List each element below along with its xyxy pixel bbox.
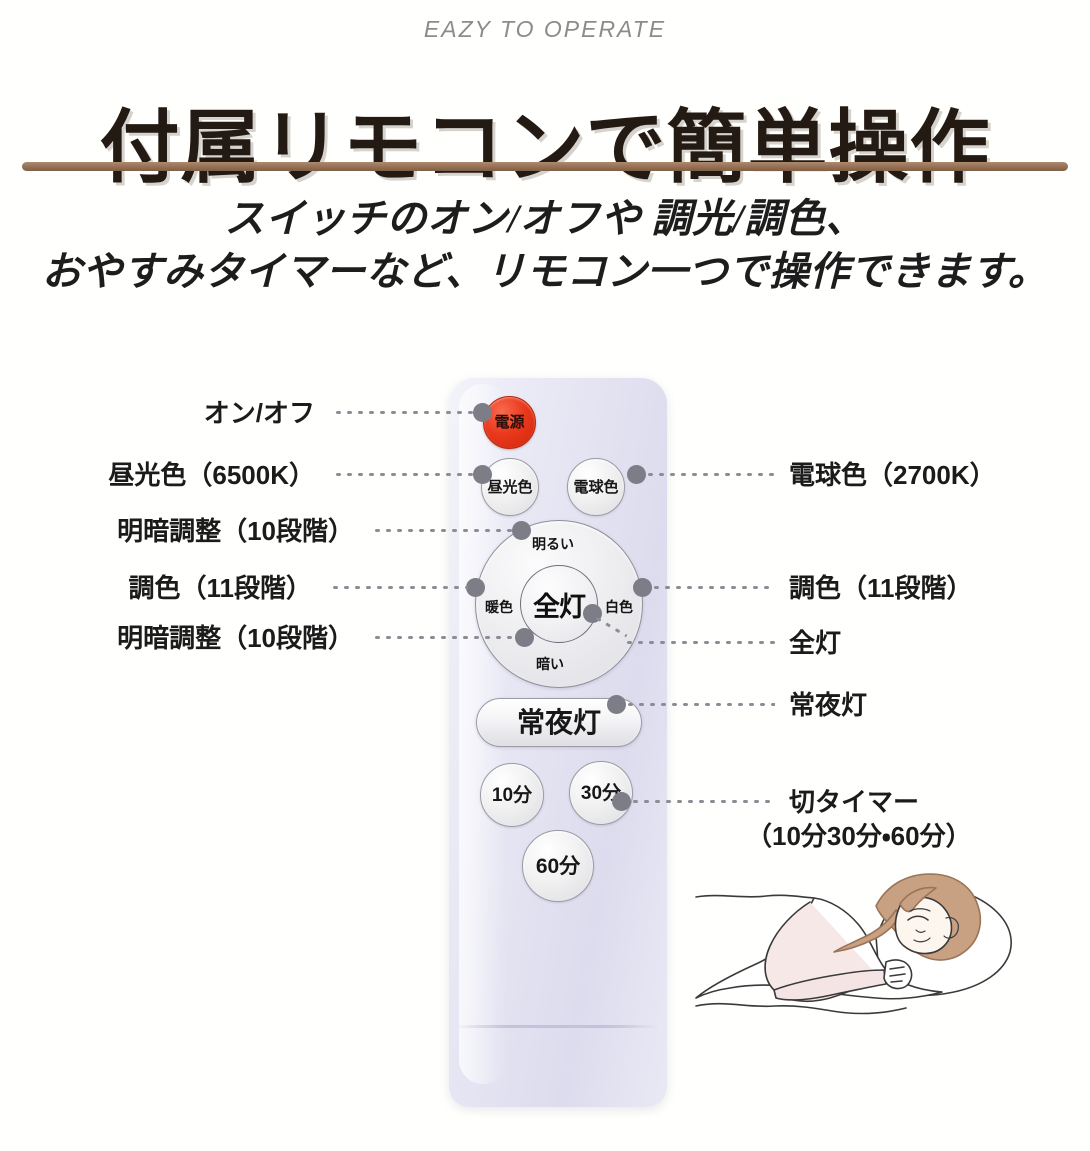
dial-warm-label[interactable]: 暖色 — [485, 599, 513, 615]
bulb-color-label: 電球色 — [573, 478, 619, 496]
leader-line-power — [333, 411, 475, 414]
callout-on-off: オン/オフ — [203, 398, 315, 428]
callout-off-timer-sub: （10分30分・60分） — [746, 821, 972, 851]
connector-dot-bulbcolor — [627, 465, 646, 484]
callout-brightness-bottom: 明暗調整（10段階） — [117, 623, 354, 653]
leader-line-nightlight — [625, 703, 775, 706]
leader-line-warm — [330, 586, 468, 589]
remote-battery-seam — [453, 1025, 663, 1028]
connector-dot-power — [473, 403, 492, 422]
subtitle-line-2: おやすみタイマーなど、リモコン一つで操作できます。 — [41, 249, 1049, 294]
connector-dot-timer — [612, 792, 631, 811]
connector-dot-brighter — [512, 521, 531, 540]
connector-dot-nightlight — [607, 695, 626, 714]
power-button[interactable]: 電源 — [483, 396, 536, 449]
leader-line-timer — [630, 800, 775, 803]
nightlight-label: 常夜灯 — [516, 706, 601, 738]
leader-line-bulbcolor — [645, 473, 775, 476]
leader-line-darker — [372, 636, 517, 639]
dial-brighter-label[interactable]: 明るい — [532, 536, 574, 552]
daylight-color-button[interactable]: 昼光色 — [481, 458, 539, 516]
connector-dot-darker — [515, 628, 534, 647]
all-lights-label: 全灯 — [533, 591, 586, 622]
leader-line-tone — [651, 586, 775, 589]
callout-nightlight: 常夜灯 — [789, 690, 868, 720]
callout-off-timer: 切タイマー （10分30分・60分） — [746, 785, 972, 853]
power-button-label: 電源 — [494, 414, 525, 431]
timer-10-label: 10分 — [491, 784, 533, 806]
callout-tone-left: 調色（11段階） — [128, 573, 313, 603]
dial-white-label[interactable]: 白色 — [605, 599, 633, 615]
timer-60-label: 60分 — [535, 854, 581, 878]
timer-60-button[interactable]: 60分 — [522, 830, 594, 902]
callout-tone-right: 調色（11段階） — [789, 573, 973, 603]
connector-dot-white — [633, 578, 652, 597]
connector-dot-warm — [466, 578, 485, 597]
leader-line-daylight — [333, 473, 475, 476]
all-lights-button[interactable]: 全灯 — [520, 565, 598, 643]
callout-bulbcolor-2700k: 電球色（2700K） — [789, 460, 996, 490]
title-divider — [22, 162, 1068, 171]
brightness-color-dial[interactable]: 明るい 暖色 白色 暗い 全灯 — [475, 520, 643, 688]
connector-dot-daylight — [473, 465, 492, 484]
leader-line-all-lights — [624, 641, 775, 644]
subtitle-line-1: スイッチのオン/オフや 調光/調色、 — [224, 196, 866, 241]
callout-daylight-6500k: 昼光色（6500K） — [108, 460, 315, 490]
bulb-color-button[interactable]: 電球色 — [567, 458, 625, 516]
remote-control-body: 電源 昼光色 電球色 明るい 暖色 白色 暗い 全灯 常夜灯 10分 30分 6… — [449, 378, 667, 1107]
callout-all-lights: 全灯 — [789, 628, 842, 658]
timer-10-button[interactable]: 10分 — [480, 763, 544, 827]
dial-darker-label[interactable]: 暗い — [536, 656, 564, 672]
leader-line-brighter — [372, 529, 514, 532]
callout-brightness-top: 明暗調整（10段階） — [117, 516, 354, 546]
eyebrow-tagline: EAZY TO OPERATE — [423, 16, 667, 42]
timer-30-label: 30分 — [580, 782, 622, 804]
callout-off-timer-main: 切タイマー — [789, 787, 920, 817]
page-title: 付属リモコンで簡単操作 — [99, 102, 991, 192]
subtitle-block: スイッチのオン/オフや 調光/調色、 おやすみタイマーなど、リモコン一つで操作で… — [0, 192, 1090, 298]
daylight-color-label: 昼光色 — [487, 478, 533, 496]
sleeping-woman-illustration — [695, 873, 1012, 1015]
